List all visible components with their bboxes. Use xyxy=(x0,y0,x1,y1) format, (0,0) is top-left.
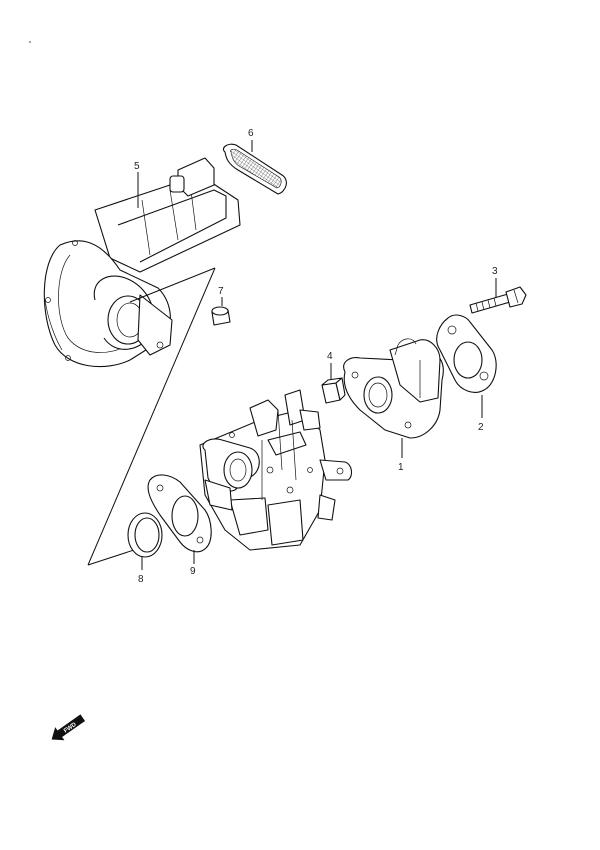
callout-3: 3 xyxy=(492,266,498,277)
part-8-o-ring xyxy=(127,512,163,558)
part-1-manifold xyxy=(343,338,444,439)
part-4-block xyxy=(321,377,346,404)
callout-9: 9 xyxy=(190,566,196,577)
callout-7: 7 xyxy=(218,286,224,297)
callout-5: 5 xyxy=(134,161,140,172)
carburetor-assembly xyxy=(199,389,353,551)
callout-1: 1 xyxy=(398,462,404,473)
part-2-gasket xyxy=(436,314,497,393)
callout-2: 2 xyxy=(478,422,484,433)
part-6-mesh-screen xyxy=(222,143,287,195)
fwd-arrow-icon: FWD xyxy=(51,714,86,741)
callout-4: 4 xyxy=(327,351,333,362)
part-9-gasket xyxy=(147,474,212,553)
part-7-bushing xyxy=(211,306,231,326)
chevron-line-upper xyxy=(87,267,216,566)
chevron-line-top xyxy=(129,267,216,303)
chevron-line-lower xyxy=(87,547,141,566)
speck xyxy=(29,41,31,43)
part-5-intake-silencer xyxy=(43,157,241,368)
callout-6: 6 xyxy=(248,128,254,139)
part-3-bolt xyxy=(469,286,527,314)
callout-8: 8 xyxy=(138,574,144,585)
